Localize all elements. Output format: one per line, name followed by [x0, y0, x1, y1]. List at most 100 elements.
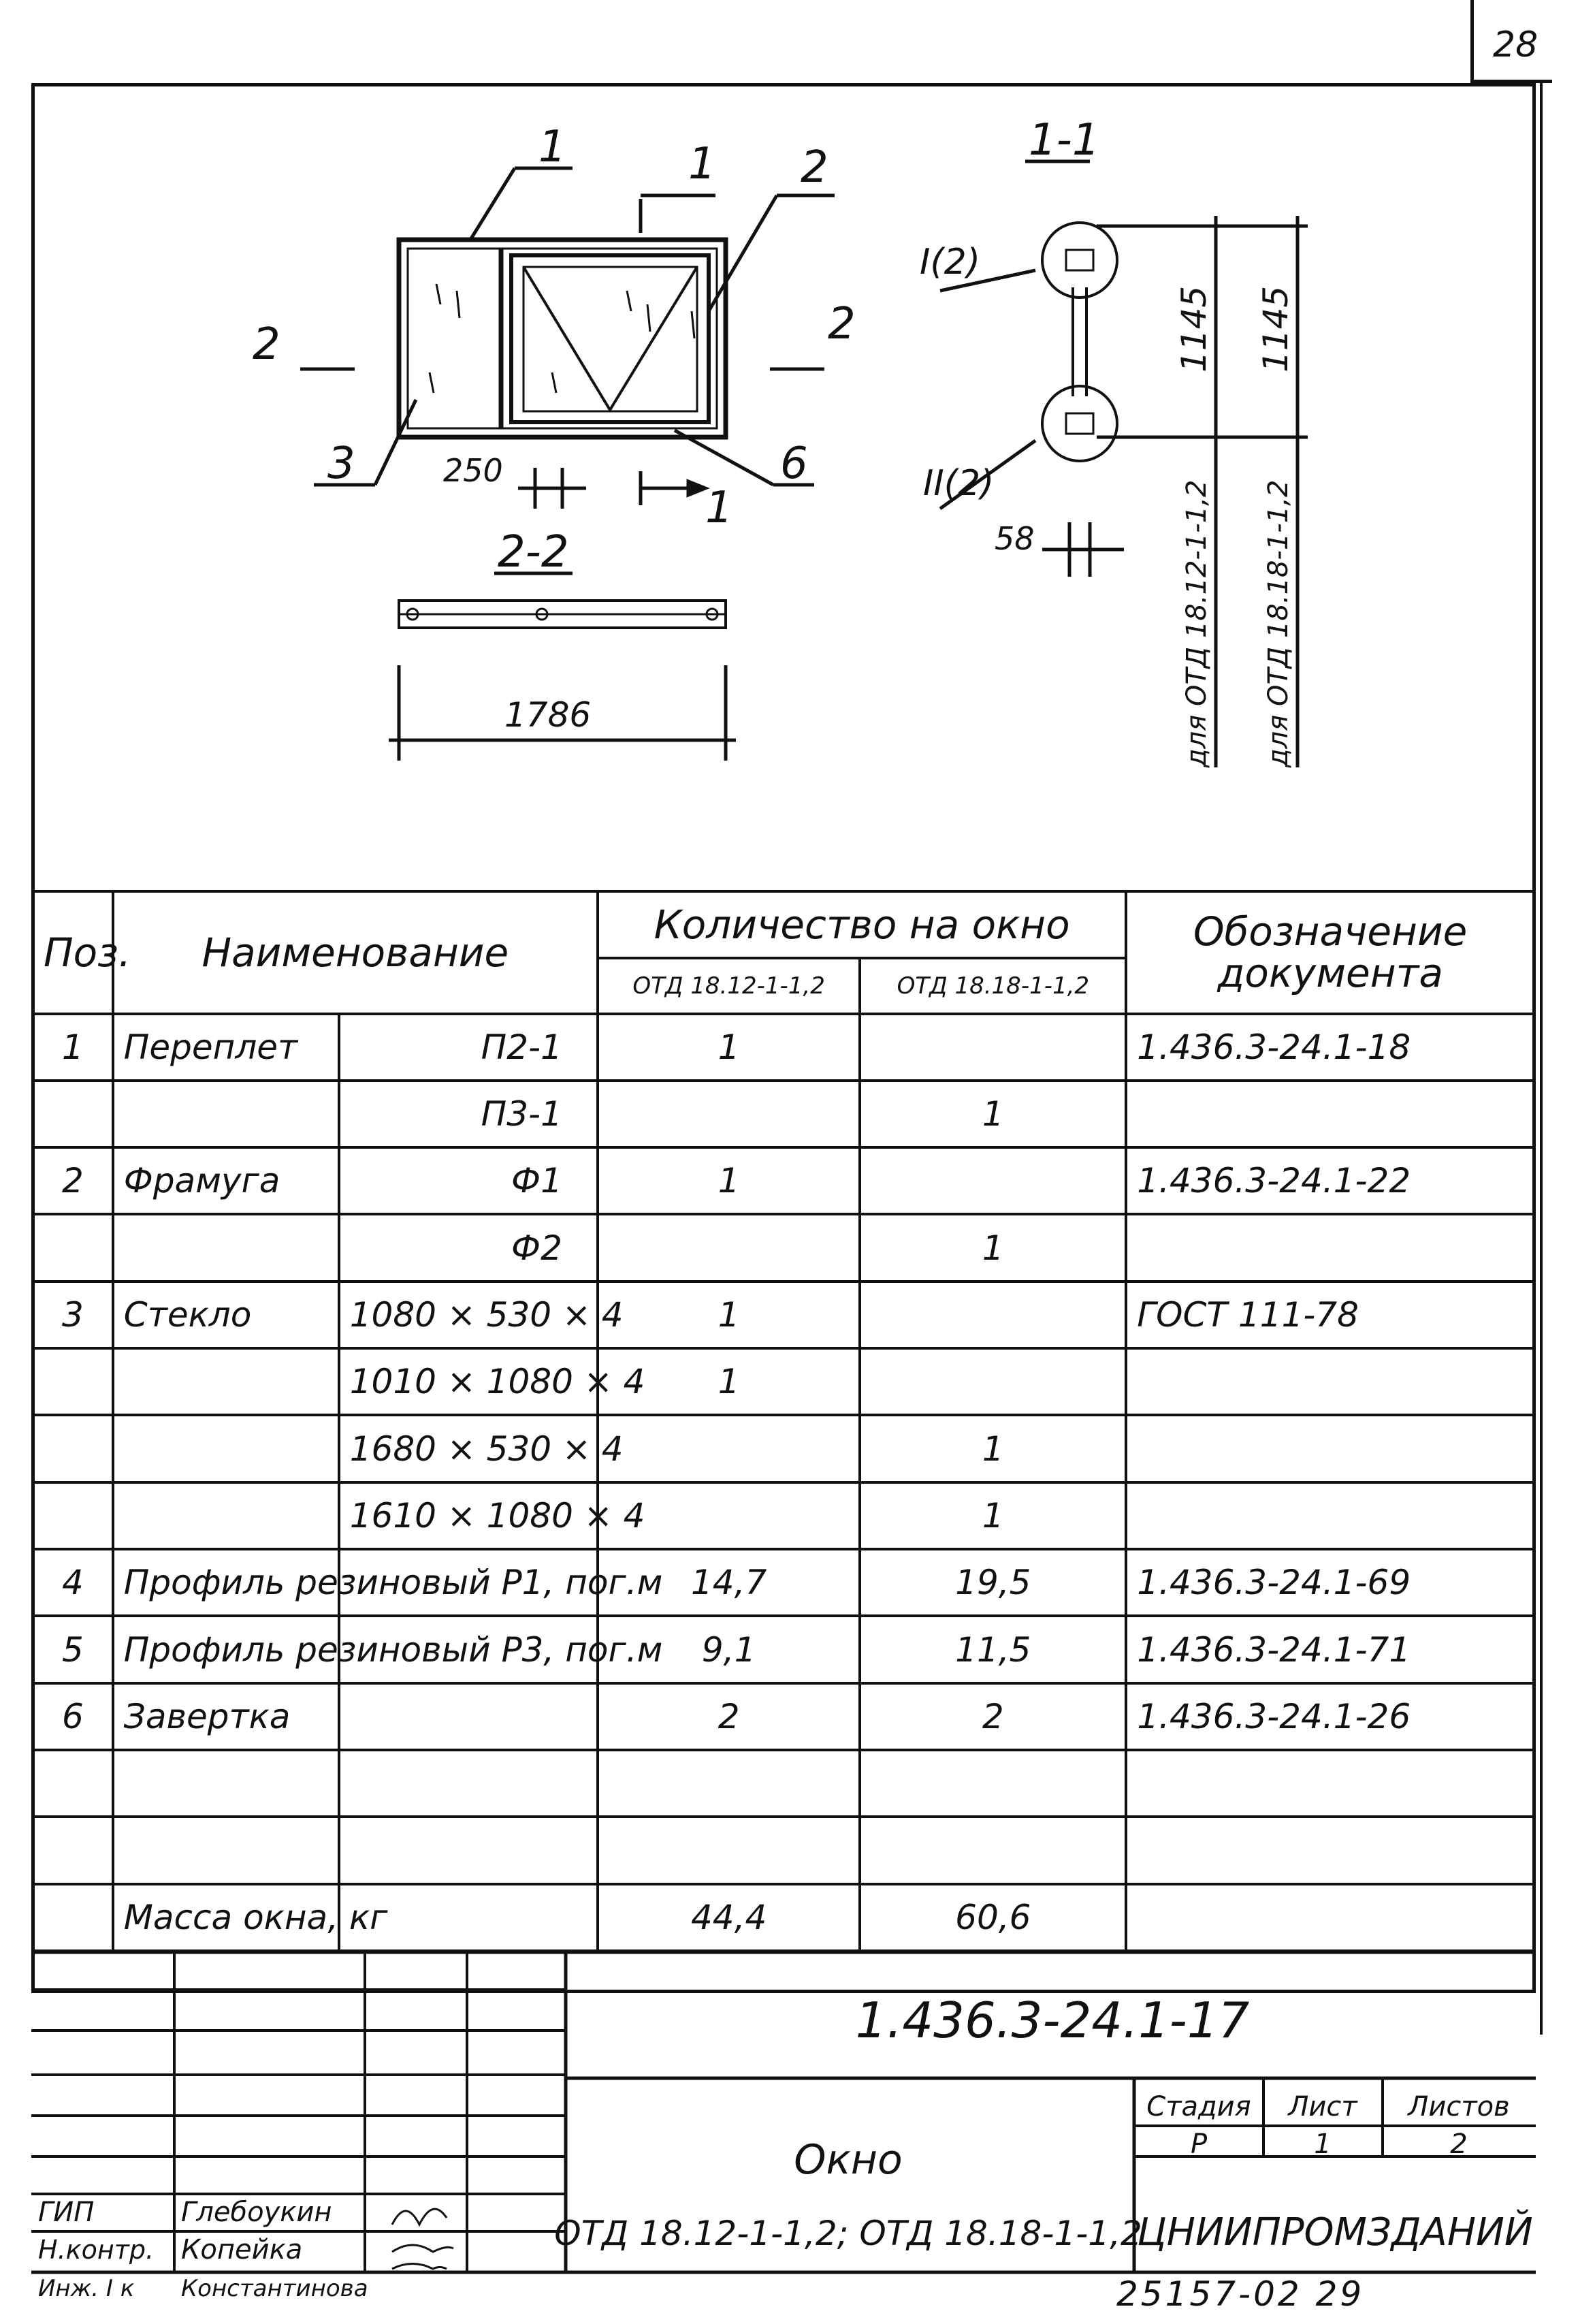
cell-name: Завертка [111, 1681, 340, 1751]
stage-label: Стадия [1146, 2091, 1251, 2122]
doc-title: Окно [794, 2136, 902, 2184]
cell-spec: 1010 × 1080 × 4 [337, 1347, 645, 1417]
sheets-value: 2 [1450, 2129, 1467, 2160]
cell-q1 [596, 1414, 862, 1484]
dim-58-label: 58 [995, 520, 1035, 557]
cell-doc [1125, 1347, 1536, 1417]
pos6-label: 6 [780, 439, 808, 489]
sheets-label: Листов [1406, 2091, 1509, 2122]
specification-table: Поз. Наименование Количество на окно Обо… [31, 889, 1536, 1953]
cell-q1: 2 [596, 1681, 862, 1751]
cell-q2: 1 [858, 1079, 1128, 1149]
vert-note-2: для ОТД 18.18-1-1,2 [1263, 480, 1294, 768]
cell-q1: 1 [596, 1146, 862, 1216]
section-2-2-title: 2-2 [498, 527, 569, 577]
role-1: ГИП [38, 2197, 94, 2228]
cell-doc: ГОСТ 111-78 [1125, 1279, 1536, 1350]
node-2-label: II(2) [923, 463, 994, 504]
cell-q2: 2 [858, 1681, 1128, 1751]
cell-doc: 1.436.3-24.1-26 [1125, 1681, 1536, 1751]
table-row: 1680 × 530 × 4 1 [31, 1414, 1536, 1484]
sheet-label: Лист [1287, 2091, 1358, 2122]
cell-q1: 1 [596, 1279, 862, 1350]
cell-name: Масса окна, кг [111, 1882, 387, 1953]
section-1-1-title: 1-1 [1029, 115, 1100, 165]
cell-spec [337, 1614, 599, 1685]
cell-q1: 44,4 [596, 1882, 862, 1953]
cell-doc [1125, 1882, 1536, 1953]
cell-name [111, 1414, 340, 1484]
cell-spec [337, 1748, 599, 1819]
cell-name: Профиль резиновый Р1, пог.м [111, 1548, 662, 1618]
person-3: Константинова [181, 2275, 368, 2302]
dim-250-label: 250 [443, 452, 503, 489]
cell-pos: 5 [31, 1614, 114, 1685]
cell-spec: Ф2 [337, 1213, 599, 1283]
header-qty-col1: ОТД 18.12-1-1,2 [596, 957, 862, 1015]
cell-q2: 1 [858, 1213, 1128, 1283]
cell-q1 [596, 1748, 862, 1819]
cell-name [111, 1480, 340, 1551]
cell-q1 [596, 1480, 862, 1551]
cell-spec: 1680 × 530 × 4 [337, 1414, 624, 1484]
cell-q2 [858, 1815, 1128, 1885]
cell-spec [337, 1882, 599, 1953]
cell-spec: 1080 × 530 × 4 [337, 1279, 624, 1350]
cell-pos [31, 1213, 114, 1283]
person-2: Копейка [181, 2234, 302, 2265]
vert-note-1: для ОТД 18.12-1-1,2 [1181, 480, 1212, 768]
cell-q2 [858, 1279, 1128, 1350]
cell-q1: 14,7 [596, 1548, 862, 1618]
cell-spec: П3-1 [337, 1079, 599, 1149]
cell-name: Переплет [111, 1012, 340, 1082]
cell-pos: 4 [31, 1548, 114, 1618]
section-mark-2-right: 2 [828, 299, 856, 349]
cell-spec [337, 1548, 599, 1618]
cell-q2 [858, 1146, 1128, 1216]
cell-q1 [596, 1815, 862, 1885]
header-qty: Количество на окно [596, 889, 1128, 960]
header-qty-col2: ОТД 18.18-1-1,2 [858, 957, 1128, 1015]
section-1-1-drawing [939, 216, 1308, 767]
cell-pos: 3 [31, 1279, 114, 1350]
cell-q2: 1 [858, 1414, 1128, 1484]
cell-q1: 1 [596, 1347, 862, 1417]
pos3-label: 3 [327, 439, 355, 489]
cell-q2: 1 [858, 1480, 1128, 1551]
org-name: ЦНИИПРОМЗДАНИЙ [1137, 2210, 1533, 2255]
cell-q1 [596, 1079, 862, 1149]
title-block: 1.436.3-24.1-17 Окно ОТД 18.12-1-1,2; ОТ… [31, 1950, 1536, 2302]
right-margin-line [1540, 80, 1543, 2035]
cell-name: Фрамуга [111, 1146, 340, 1216]
table-row [31, 1748, 1536, 1819]
cell-pos [31, 1347, 114, 1417]
cell-doc: 1.436.3-24.1-22 [1125, 1146, 1536, 1216]
doc-code: 1.436.3-24.1-17 [856, 1992, 1250, 2049]
cell-doc [1125, 1480, 1536, 1551]
section-mark-2-left: 2 [253, 319, 280, 370]
stage-value: Р [1191, 2129, 1208, 2160]
cell-q1: 9,1 [596, 1614, 862, 1685]
cell-q2 [858, 1012, 1128, 1082]
cell-pos [31, 1815, 114, 1885]
cell-doc: 1.436.3-24.1-71 [1125, 1614, 1536, 1685]
doc-subtitle: ОТД 18.12-1-1,2; ОТД 18.18-1-1,2 [554, 2214, 1142, 2253]
cell-doc [1125, 1079, 1536, 1149]
window-drawing: 1 2 3 6 1 1 2 2 250 2-2 1-1 1786 58 I(2)… [253, 115, 1308, 768]
cell-doc: 1.436.3-24.1-18 [1125, 1012, 1536, 1082]
cell-spec [337, 1815, 599, 1885]
cell-q1 [596, 1213, 862, 1283]
cell-q2: 60,6 [858, 1882, 1128, 1953]
dim-1145b-label: 1145 [1256, 286, 1295, 372]
table-row: Ф2 1 [31, 1213, 1536, 1283]
